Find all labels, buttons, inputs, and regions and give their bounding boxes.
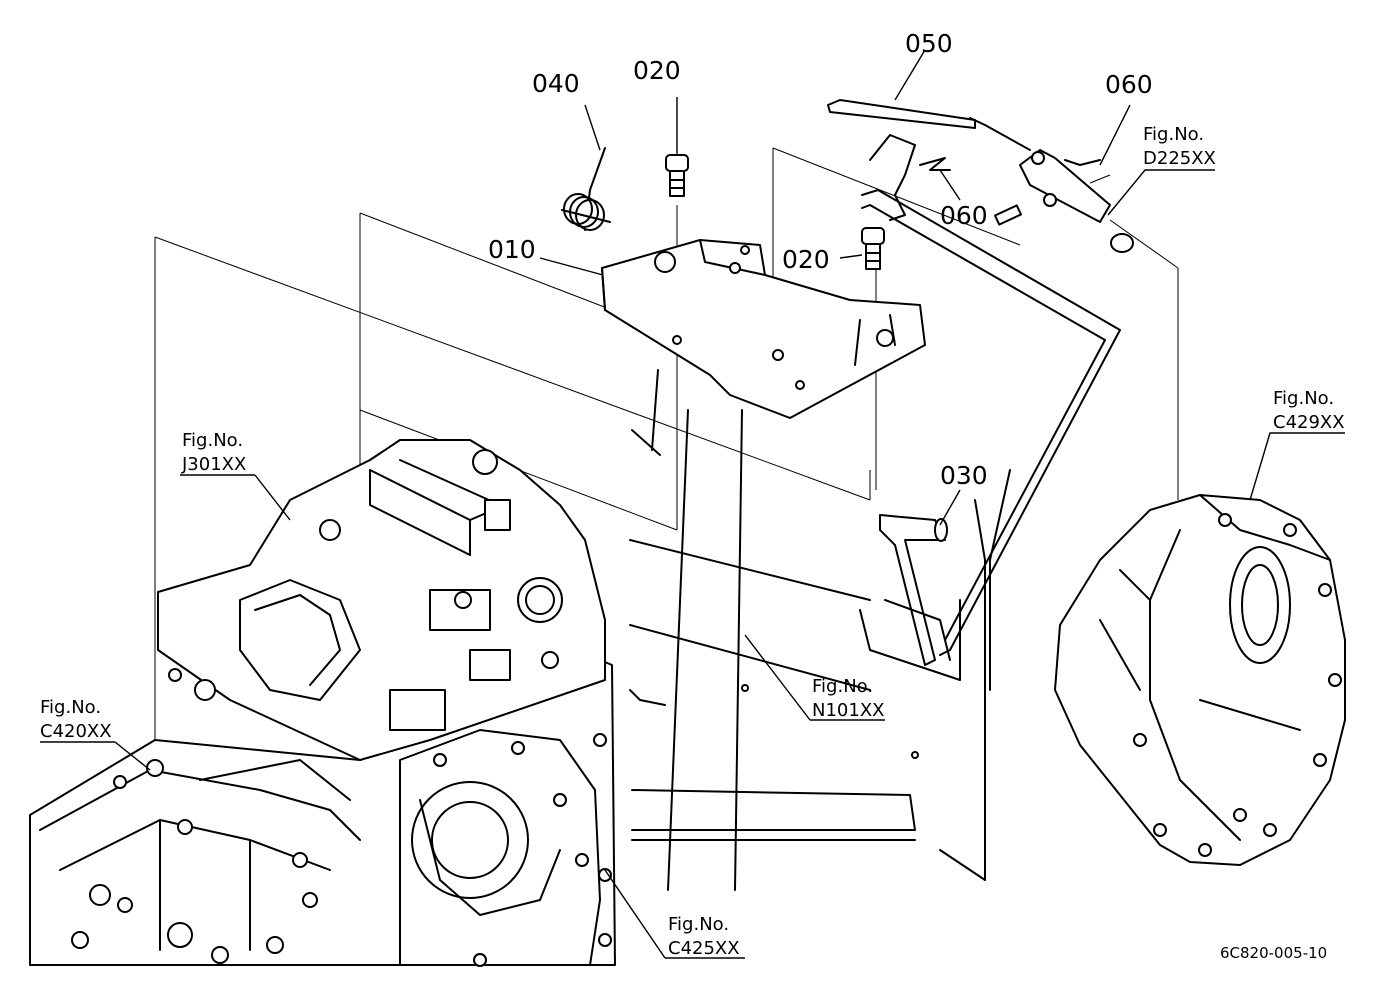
fig-ref-prefix-d225: Fig.No. (1143, 124, 1204, 145)
fig-ref-code-d225: D225XX (1143, 148, 1216, 169)
fig-ref-prefix-c425: Fig.No. (668, 914, 729, 935)
part-number-020-top: 020 (633, 56, 681, 85)
part-number-010: 010 (488, 235, 536, 264)
fig-ref-code-j301: J301XX (181, 454, 246, 475)
drawing-code: 6C820-005-10 (1220, 944, 1327, 962)
bolt-020-left (665, 154, 689, 197)
part-number-050: 050 (905, 29, 953, 58)
fig-ref-code-c429: C429XX (1273, 412, 1345, 433)
part-number-030: 030 (940, 461, 988, 490)
pin-060 (919, 149, 1134, 253)
housing-c429 (1054, 494, 1346, 866)
part-number-060-top: 060 (1105, 70, 1153, 99)
fig-ref-prefix-c429: Fig.No. (1273, 388, 1334, 409)
fig-ref-prefix-j301: Fig.No. (182, 430, 243, 451)
frame-n101 (629, 369, 1011, 891)
transmission-case (29, 439, 616, 967)
fig-ref-code-n101: N101XX (812, 700, 884, 721)
fig-ref-prefix-n101: Fig.No. (812, 676, 873, 697)
lever-rod-030 (861, 134, 1121, 666)
spring-040 (561, 147, 611, 231)
bolt-020-right (861, 227, 885, 270)
fig-ref-prefix-c420: Fig.No. (40, 697, 101, 718)
part-number-020-mid: 020 (782, 245, 830, 274)
part-number-040: 040 (532, 69, 580, 98)
rod-050 (827, 99, 1031, 151)
part-number-060-mid: 060 (940, 201, 988, 230)
fig-ref-code-c425: C425XX (668, 938, 740, 959)
leader-lines (40, 49, 1345, 959)
fig-ref-code-c420: C420XX (40, 721, 112, 742)
